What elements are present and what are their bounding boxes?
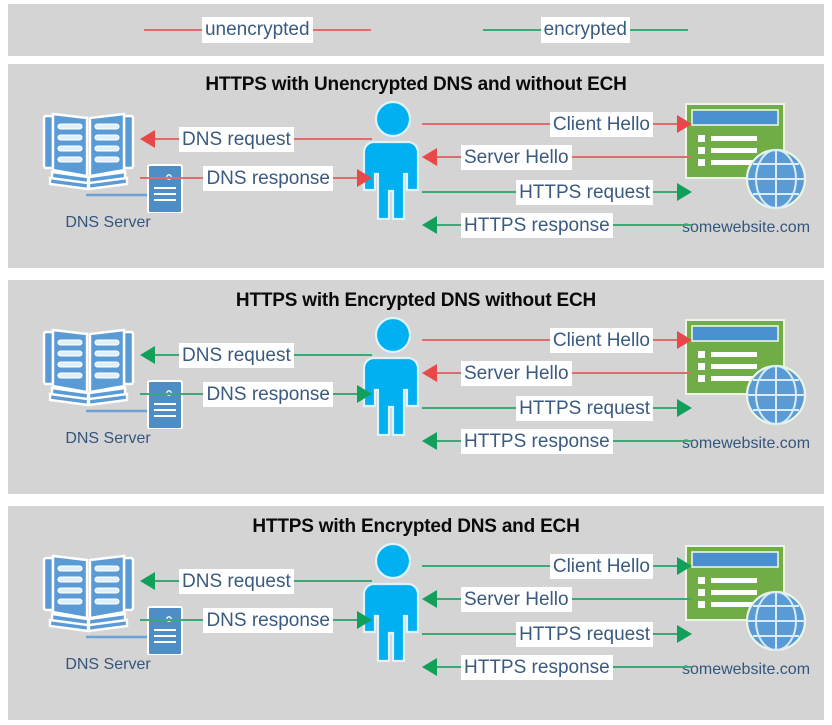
message-label: HTTPS response	[461, 428, 613, 454]
dns-server-icon	[42, 112, 183, 214]
legend-row: unencrypted encrypted	[8, 4, 824, 56]
legend-item-unencrypted: unencrypted	[143, 17, 371, 43]
message-dns-dns-response: DNS response	[140, 381, 372, 407]
arrowhead-right-icon	[677, 557, 692, 575]
user-person-icon	[362, 316, 420, 437]
arrowhead-right-icon	[677, 625, 692, 643]
arrowhead-left-icon	[140, 572, 155, 590]
website-actor	[684, 102, 807, 214]
message-label: DNS response	[203, 165, 333, 191]
message-web-server-hello: Server Hello	[422, 144, 692, 170]
dns-server-actor	[36, 550, 186, 656]
message-web-server-hello: Server Hello	[422, 360, 692, 386]
website-icon	[685, 103, 807, 210]
legend-label-unencrypted: unencrypted	[201, 17, 313, 43]
message-label: DNS response	[203, 381, 333, 407]
user-person-icon	[362, 542, 420, 663]
panel-title: HTTPS with Unencrypted DNS and without E…	[205, 74, 627, 95]
message-dns-dns-request: DNS request	[140, 126, 372, 152]
arrowhead-right-icon	[357, 169, 372, 187]
dns-server-label: DNS Server	[65, 430, 151, 447]
legend-line-right-unencrypted	[312, 29, 371, 31]
arrowhead-left-icon	[422, 432, 437, 450]
arrowhead-left-icon	[422, 658, 437, 676]
message-label: HTTPS request	[516, 179, 653, 205]
arrowhead-right-icon	[357, 385, 372, 403]
dns-server-label: DNS Server	[65, 656, 151, 673]
arrowhead-right-icon	[677, 331, 692, 349]
website-icon	[685, 319, 807, 426]
message-label: HTTPS response	[461, 212, 613, 238]
scenario-panel-3: HTTPS with Encrypted DNS and ECH	[8, 506, 824, 720]
arrowhead-right-icon	[677, 115, 692, 133]
message-label: DNS request	[179, 568, 294, 594]
user-actor	[360, 316, 426, 437]
arrowhead-right-icon	[357, 611, 372, 629]
message-web-https-response: HTTPS response	[422, 654, 692, 680]
message-label: Server Hello	[461, 144, 572, 170]
website-label: somewebsite.com	[681, 661, 811, 678]
website-actor	[684, 544, 807, 656]
message-web-https-request: HTTPS request	[422, 179, 692, 205]
website-label: somewebsite.com	[681, 435, 811, 452]
message-label: DNS request	[179, 342, 294, 368]
message-label: HTTPS response	[461, 654, 613, 680]
legend-line-right-encrypted	[630, 29, 689, 31]
user-actor	[360, 542, 426, 663]
message-label: Server Hello	[461, 586, 572, 612]
dns-server-icon	[42, 554, 183, 656]
arrowhead-right-icon	[677, 399, 692, 417]
user-person-icon	[362, 100, 420, 221]
arrowhead-left-icon	[422, 590, 437, 608]
legend-label-encrypted: encrypted	[540, 17, 631, 43]
panel-title: HTTPS with Encrypted DNS without ECH	[235, 290, 597, 311]
dns-server-actor	[36, 324, 186, 430]
message-label: Client Hello	[549, 553, 653, 579]
panel-title: HTTPS with Encrypted DNS and ECH	[252, 516, 580, 537]
dns-server-icon	[42, 328, 183, 430]
arrowhead-left-icon	[422, 148, 437, 166]
website-icon	[685, 545, 807, 652]
message-web-https-request: HTTPS request	[422, 395, 692, 421]
message-label: Client Hello	[549, 111, 653, 137]
message-web-server-hello: Server Hello	[422, 586, 692, 612]
legend-line-left-encrypted	[482, 29, 541, 31]
dns-server-label: DNS Server	[65, 214, 151, 231]
arrowhead-right-icon	[677, 183, 692, 201]
message-label: Client Hello	[549, 327, 653, 353]
website-label: somewebsite.com	[681, 219, 811, 236]
message-web-client-hello: Client Hello	[422, 111, 692, 137]
message-label: HTTPS request	[516, 395, 653, 421]
arrowhead-left-icon	[140, 346, 155, 364]
legend-panel: unencrypted encrypted	[8, 4, 824, 56]
message-web-https-response: HTTPS response	[422, 212, 692, 238]
message-label: DNS response	[203, 607, 333, 633]
message-dns-dns-response: DNS response	[140, 607, 372, 633]
message-web-https-request: HTTPS request	[422, 621, 692, 647]
message-label: DNS request	[179, 126, 294, 152]
user-actor	[360, 100, 426, 221]
scenario-panel-1: HTTPS with Unencrypted DNS and without E…	[8, 64, 824, 268]
message-label: HTTPS request	[516, 621, 653, 647]
arrowhead-left-icon	[140, 130, 155, 148]
message-dns-dns-request: DNS request	[140, 568, 372, 594]
message-web-client-hello: Client Hello	[422, 327, 692, 353]
arrowhead-left-icon	[422, 364, 437, 382]
legend-line-left-unencrypted	[143, 29, 202, 31]
arrowhead-left-icon	[422, 216, 437, 234]
message-web-https-response: HTTPS response	[422, 428, 692, 454]
message-dns-dns-response: DNS response	[140, 165, 372, 191]
message-dns-dns-request: DNS request	[140, 342, 372, 368]
message-label: Server Hello	[461, 360, 572, 386]
dns-server-actor	[36, 108, 186, 214]
website-actor	[684, 318, 807, 430]
scenario-panel-2: HTTPS with Encrypted DNS without ECH	[8, 280, 824, 494]
legend-item-encrypted: encrypted	[482, 17, 689, 43]
message-web-client-hello: Client Hello	[422, 553, 692, 579]
